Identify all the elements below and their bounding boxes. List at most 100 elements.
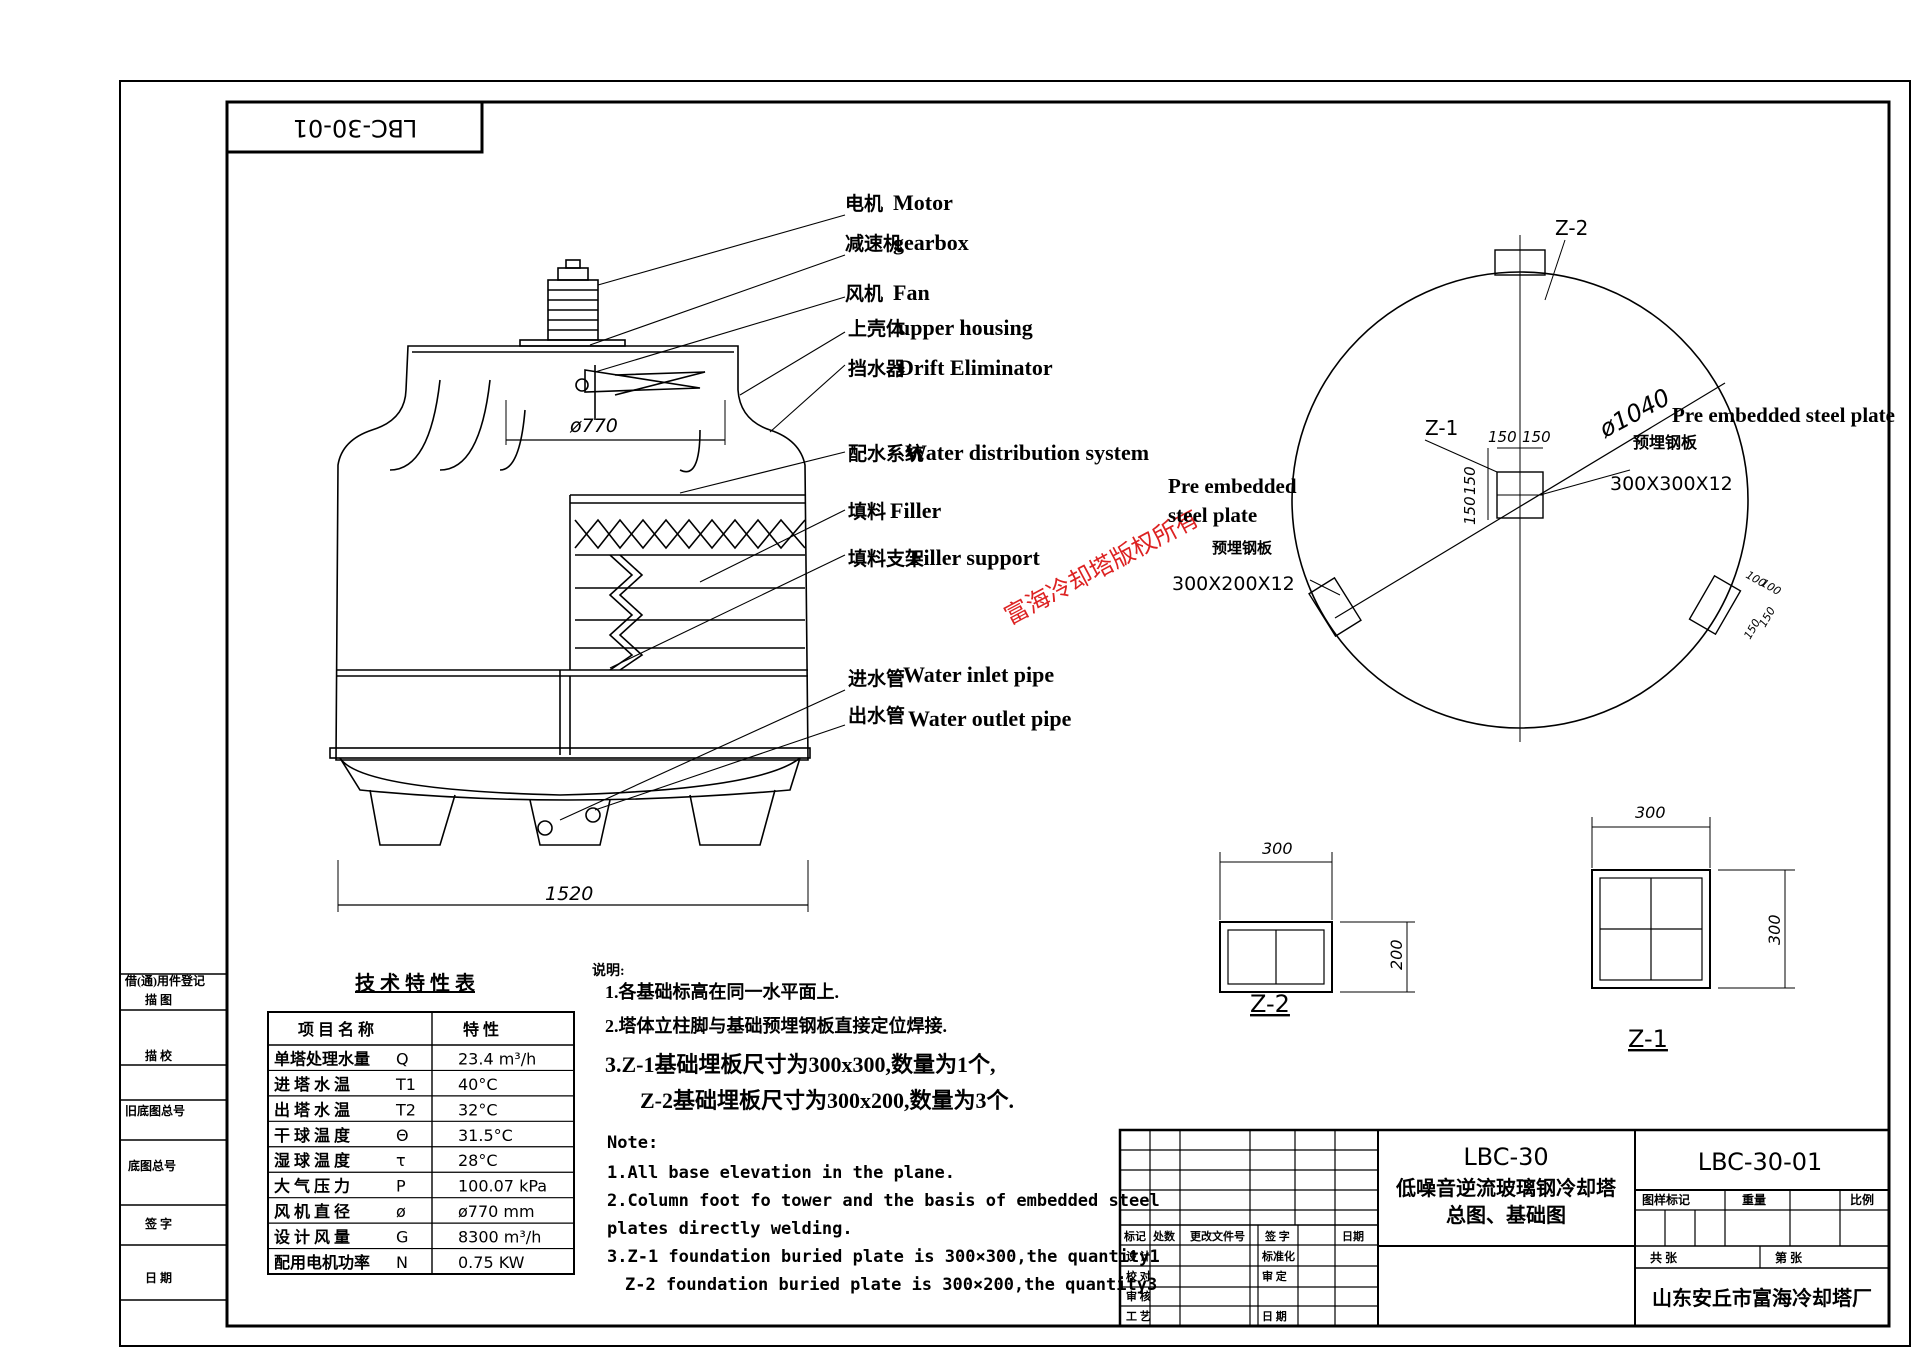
callout-fan-en: Fan <box>893 280 930 305</box>
tb-company: 山东安丘市富海冷却塔厂 <box>1652 1286 1872 1310</box>
notes-en-l4: 3.Z-1 foundation buried plate is 300×300… <box>607 1247 1160 1267</box>
callout-eliminator-en: Drift Eliminator <box>898 355 1053 380</box>
outer-border <box>119 80 1911 1347</box>
spec-row-symbol: Q <box>396 1049 409 1068</box>
strip-label-2: 描 校 <box>145 1048 173 1063</box>
plan-left-plate-cn: 预埋钢板 <box>1212 539 1273 557</box>
spec-row-name: 湿 球 温 度 <box>273 1151 351 1170</box>
plan-right-plate-size: 300X300X12 <box>1610 473 1733 495</box>
spec-row-name: 大 气 压 力 <box>274 1177 350 1196</box>
upper-housing-outline <box>335 345 809 761</box>
notes-cn-title: 说明: <box>592 962 625 979</box>
plan-diameter-line <box>1334 382 1726 619</box>
spec-row-symbol: Θ <box>396 1126 409 1145</box>
plan-z2-top <box>1494 249 1546 276</box>
title-block-rev-headers: 标记 处数 更改文件号 签 字 日期 设 计 校 对 审 核 工 艺 标准化 审… <box>1123 1229 1364 1323</box>
callout-inlet-cn: 进水管 <box>848 667 905 690</box>
caption-z2: Z-2 <box>1250 990 1290 1018</box>
plan-view <box>1291 235 1749 742</box>
plan-labels: Z-2 Z-1 150 150 150 150 ø1040 Pre embedd… <box>1168 216 1895 642</box>
tb-weight: 重量 <box>1742 1192 1766 1207</box>
callout-outlet-en: Water outlet pipe <box>908 706 1072 731</box>
spec-row-symbol: T2 <box>395 1100 416 1119</box>
title-block-main: LBC-30 低噪音逆流玻璃钢冷却塔 总图、基础图 LBC-30-01 图样标记… <box>1395 1143 1874 1310</box>
spec-row-name: 配用电机功率 <box>274 1253 370 1272</box>
notes-en-l3: plates directly welding. <box>607 1219 853 1239</box>
callout-gearbox-en: gearbox <box>893 230 969 255</box>
callout-housing-cn: 上壳体 <box>848 317 906 340</box>
rev-header-0: 标记 <box>1123 1229 1146 1243</box>
spec-row-value: 40°C <box>458 1075 498 1094</box>
rev-header-2: 更改文件号 <box>1190 1229 1245 1243</box>
spec-row-symbol: G <box>396 1228 408 1247</box>
callout-filler-en: Filler <box>890 498 942 523</box>
notes-en-l2: 2.Column foot fo tower and the basis of … <box>607 1191 1160 1211</box>
notes-cn: 说明: 1.各基础标高在同一水平面上. 2.塔体立柱脚与基础预埋钢板直接定位焊接… <box>592 962 1014 1113</box>
callout-fan-cn: 风机 <box>845 283 883 305</box>
role2-0: 标准化 <box>1261 1249 1295 1263</box>
spec-row-name: 进 塔 水 温 <box>274 1075 350 1094</box>
spec-row-name: 风 机 直 径 <box>274 1202 350 1221</box>
strip-label-0: 借(通)用件登记 <box>124 973 205 988</box>
spec-row-symbol: T1 <box>395 1075 416 1094</box>
spec-row-value: 0.75 KW <box>458 1253 525 1272</box>
dim-z1-h: 300 <box>1765 914 1784 945</box>
plan-label-z2: Z-2 <box>1555 216 1588 240</box>
detail-z1 <box>1591 817 1795 989</box>
spec-row-name: 单塔处理水量 <box>274 1049 370 1068</box>
notes-cn-l4: Z-2基础埋板尺寸为300x200,数量为3个. <box>640 1088 1014 1113</box>
spec-row-value: 32°C <box>458 1100 498 1119</box>
spec-row-name: 出 塔 水 温 <box>274 1100 350 1119</box>
callout-filler-cn: 填料 <box>848 500 886 523</box>
spec-header-char: 特 性 <box>463 1020 499 1039</box>
role-2: 审 核 <box>1126 1289 1151 1303</box>
dim-z2-small-d: 150 <box>1756 605 1778 630</box>
callout-inlet-en: Water inlet pipe <box>903 662 1054 687</box>
left-strip <box>120 973 227 1301</box>
plan-right-plate-en: Pre embedded steel plate <box>1672 403 1895 427</box>
spec-table-title: 技 术 特 性 表 <box>355 971 476 995</box>
callout-housing-en: upper housing <box>898 315 1033 340</box>
callout-support-cn: 填料支架 <box>848 547 924 570</box>
plan-z2-left <box>1308 576 1362 638</box>
spec-table-grid <box>267 1011 575 1275</box>
rotated-id-box <box>225 100 484 154</box>
spec-row-name: 设 计 风 量 <box>274 1228 350 1247</box>
callout-support-en: Filler support <box>910 545 1040 570</box>
detail-labels: 300 200 300 300 Z-2 Z-1 <box>1250 803 1784 1053</box>
dim-z2-h: 200 <box>1387 939 1406 970</box>
rotated-drawing-id: LBC-30-01 <box>293 114 418 142</box>
title-block-grid <box>1118 1128 1891 1328</box>
rev-header-1: 处数 <box>1152 1229 1176 1243</box>
left-strip-labels: 借(通)用件登记 描 图 描 校 旧底图总号 底图总号 签 字 日 期 <box>124 973 205 1285</box>
tb-scale: 比例 <box>1850 1192 1874 1207</box>
role-0: 设 计 <box>1126 1249 1151 1263</box>
dim-tower-width: 1520 <box>545 883 593 905</box>
callout-outlet-cn: 出水管 <box>848 704 905 727</box>
spec-row-value: 23.4 m³/h <box>458 1049 536 1068</box>
tb-name2: 总图、基础图 <box>1446 1203 1566 1227</box>
dim-z2-w: 300 <box>1262 839 1293 858</box>
detail-z2 <box>1219 852 1415 993</box>
dim-z2-small-b: 100 <box>1759 576 1784 598</box>
spec-table-header: 项 目 名 称 特 性 <box>298 1020 499 1039</box>
spec-row-symbol: ø <box>396 1202 406 1221</box>
dim-z1-c: 150 <box>1461 496 1479 525</box>
callout-gearbox-cn: 减速机 <box>845 232 902 255</box>
callout-labels: 电机 Motor 减速机 gearbox 风机 Fan 上壳体 upper ho… <box>845 190 1149 731</box>
notes-cn-l1: 1.各基础标高在同一水平面上. <box>605 981 839 1002</box>
plan-left-plate-size: 300X200X12 <box>1172 573 1295 595</box>
plan-z2-right <box>1688 574 1742 636</box>
spec-row-symbol: P <box>396 1177 406 1196</box>
notes-cn-l3: 3.Z-1基础埋板尺寸为300x300,数量为1个, <box>605 1052 996 1077</box>
tb-drawing-no: LBC-30-01 <box>1698 1148 1823 1176</box>
role2-1: 审 定 <box>1262 1269 1287 1283</box>
spec-header-item: 项 目 名 称 <box>298 1020 374 1039</box>
callout-distribution-cn: 配水系统 <box>848 442 924 465</box>
dim-z1-d: 150 <box>1461 466 1479 495</box>
plan-left-plate-en2: steel plate <box>1168 503 1257 527</box>
spec-row-value: ø770 mm <box>458 1202 535 1221</box>
tb-sheets-total: 共 张 <box>1650 1250 1678 1265</box>
notes-en: Note: 1.All base elevation in the plane.… <box>607 1133 1160 1295</box>
